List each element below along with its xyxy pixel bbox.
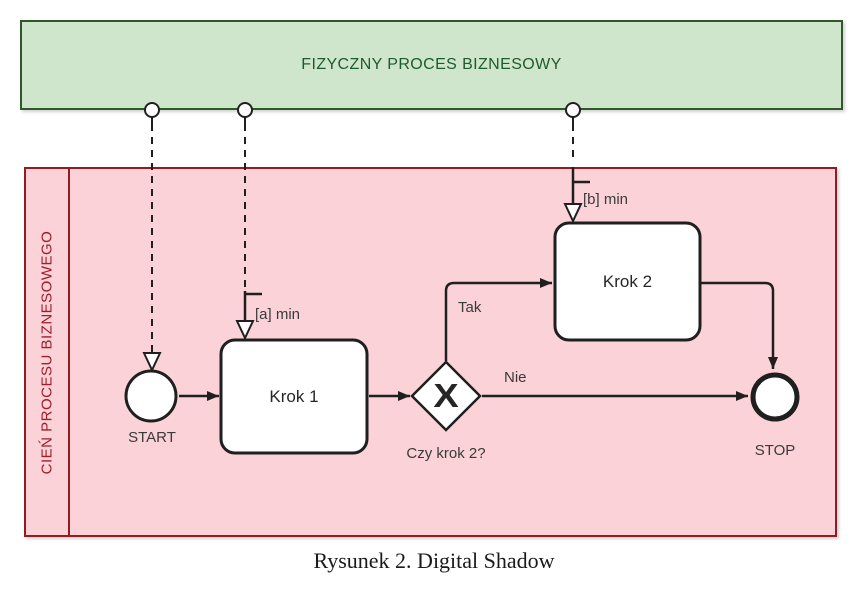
connector-port-2 <box>237 102 253 124</box>
gateway-question-label: Czy krok 2? <box>406 445 486 462</box>
edge-label-nie: Nie <box>504 369 527 386</box>
annotation-b-min: [b] min <box>583 191 629 208</box>
physical-process-pool-label: FIZYCZNY PROCES BIZNESOWY <box>301 56 562 73</box>
open-arrowhead <box>563 203 583 224</box>
gateway-x-symbol: X <box>433 377 459 414</box>
open-arrowhead <box>235 320 255 341</box>
end-event-circle <box>750 372 800 422</box>
end-event-label: STOP <box>754 442 796 459</box>
flow-krok2-to-stop <box>701 281 778 369</box>
connector-port-1 <box>144 102 160 124</box>
connector-port-3 <box>565 102 581 124</box>
shadow-pool-lane-header: CIEŃ PROCESU BIZNESOWEGO <box>26 169 70 535</box>
task-krok-1-label: Krok 1 <box>269 386 319 406</box>
task-krok-2 <box>553 221 702 342</box>
start-event-circle <box>124 369 178 423</box>
start-event-label: START <box>128 429 176 446</box>
edge-label-tak: Tak <box>458 299 482 316</box>
figure-caption: Rysunek 2. Digital Shadow <box>313 548 555 573</box>
annotation-a-min: [a] min <box>255 306 301 323</box>
flow-gateway-tak-to-krok2 <box>444 278 552 361</box>
task-krok-1 <box>219 338 369 455</box>
shadow-link-krok1 <box>235 124 262 341</box>
open-arrowhead <box>142 352 162 373</box>
task-krok-2-label: Krok 2 <box>602 271 653 291</box>
shadow-link-krok2 <box>563 124 590 224</box>
gateway-diamond <box>410 360 482 432</box>
shadow-link-start <box>142 124 162 373</box>
physical-process-pool: FIZYCZNY PROCES BIZNESOWY <box>20 20 843 110</box>
